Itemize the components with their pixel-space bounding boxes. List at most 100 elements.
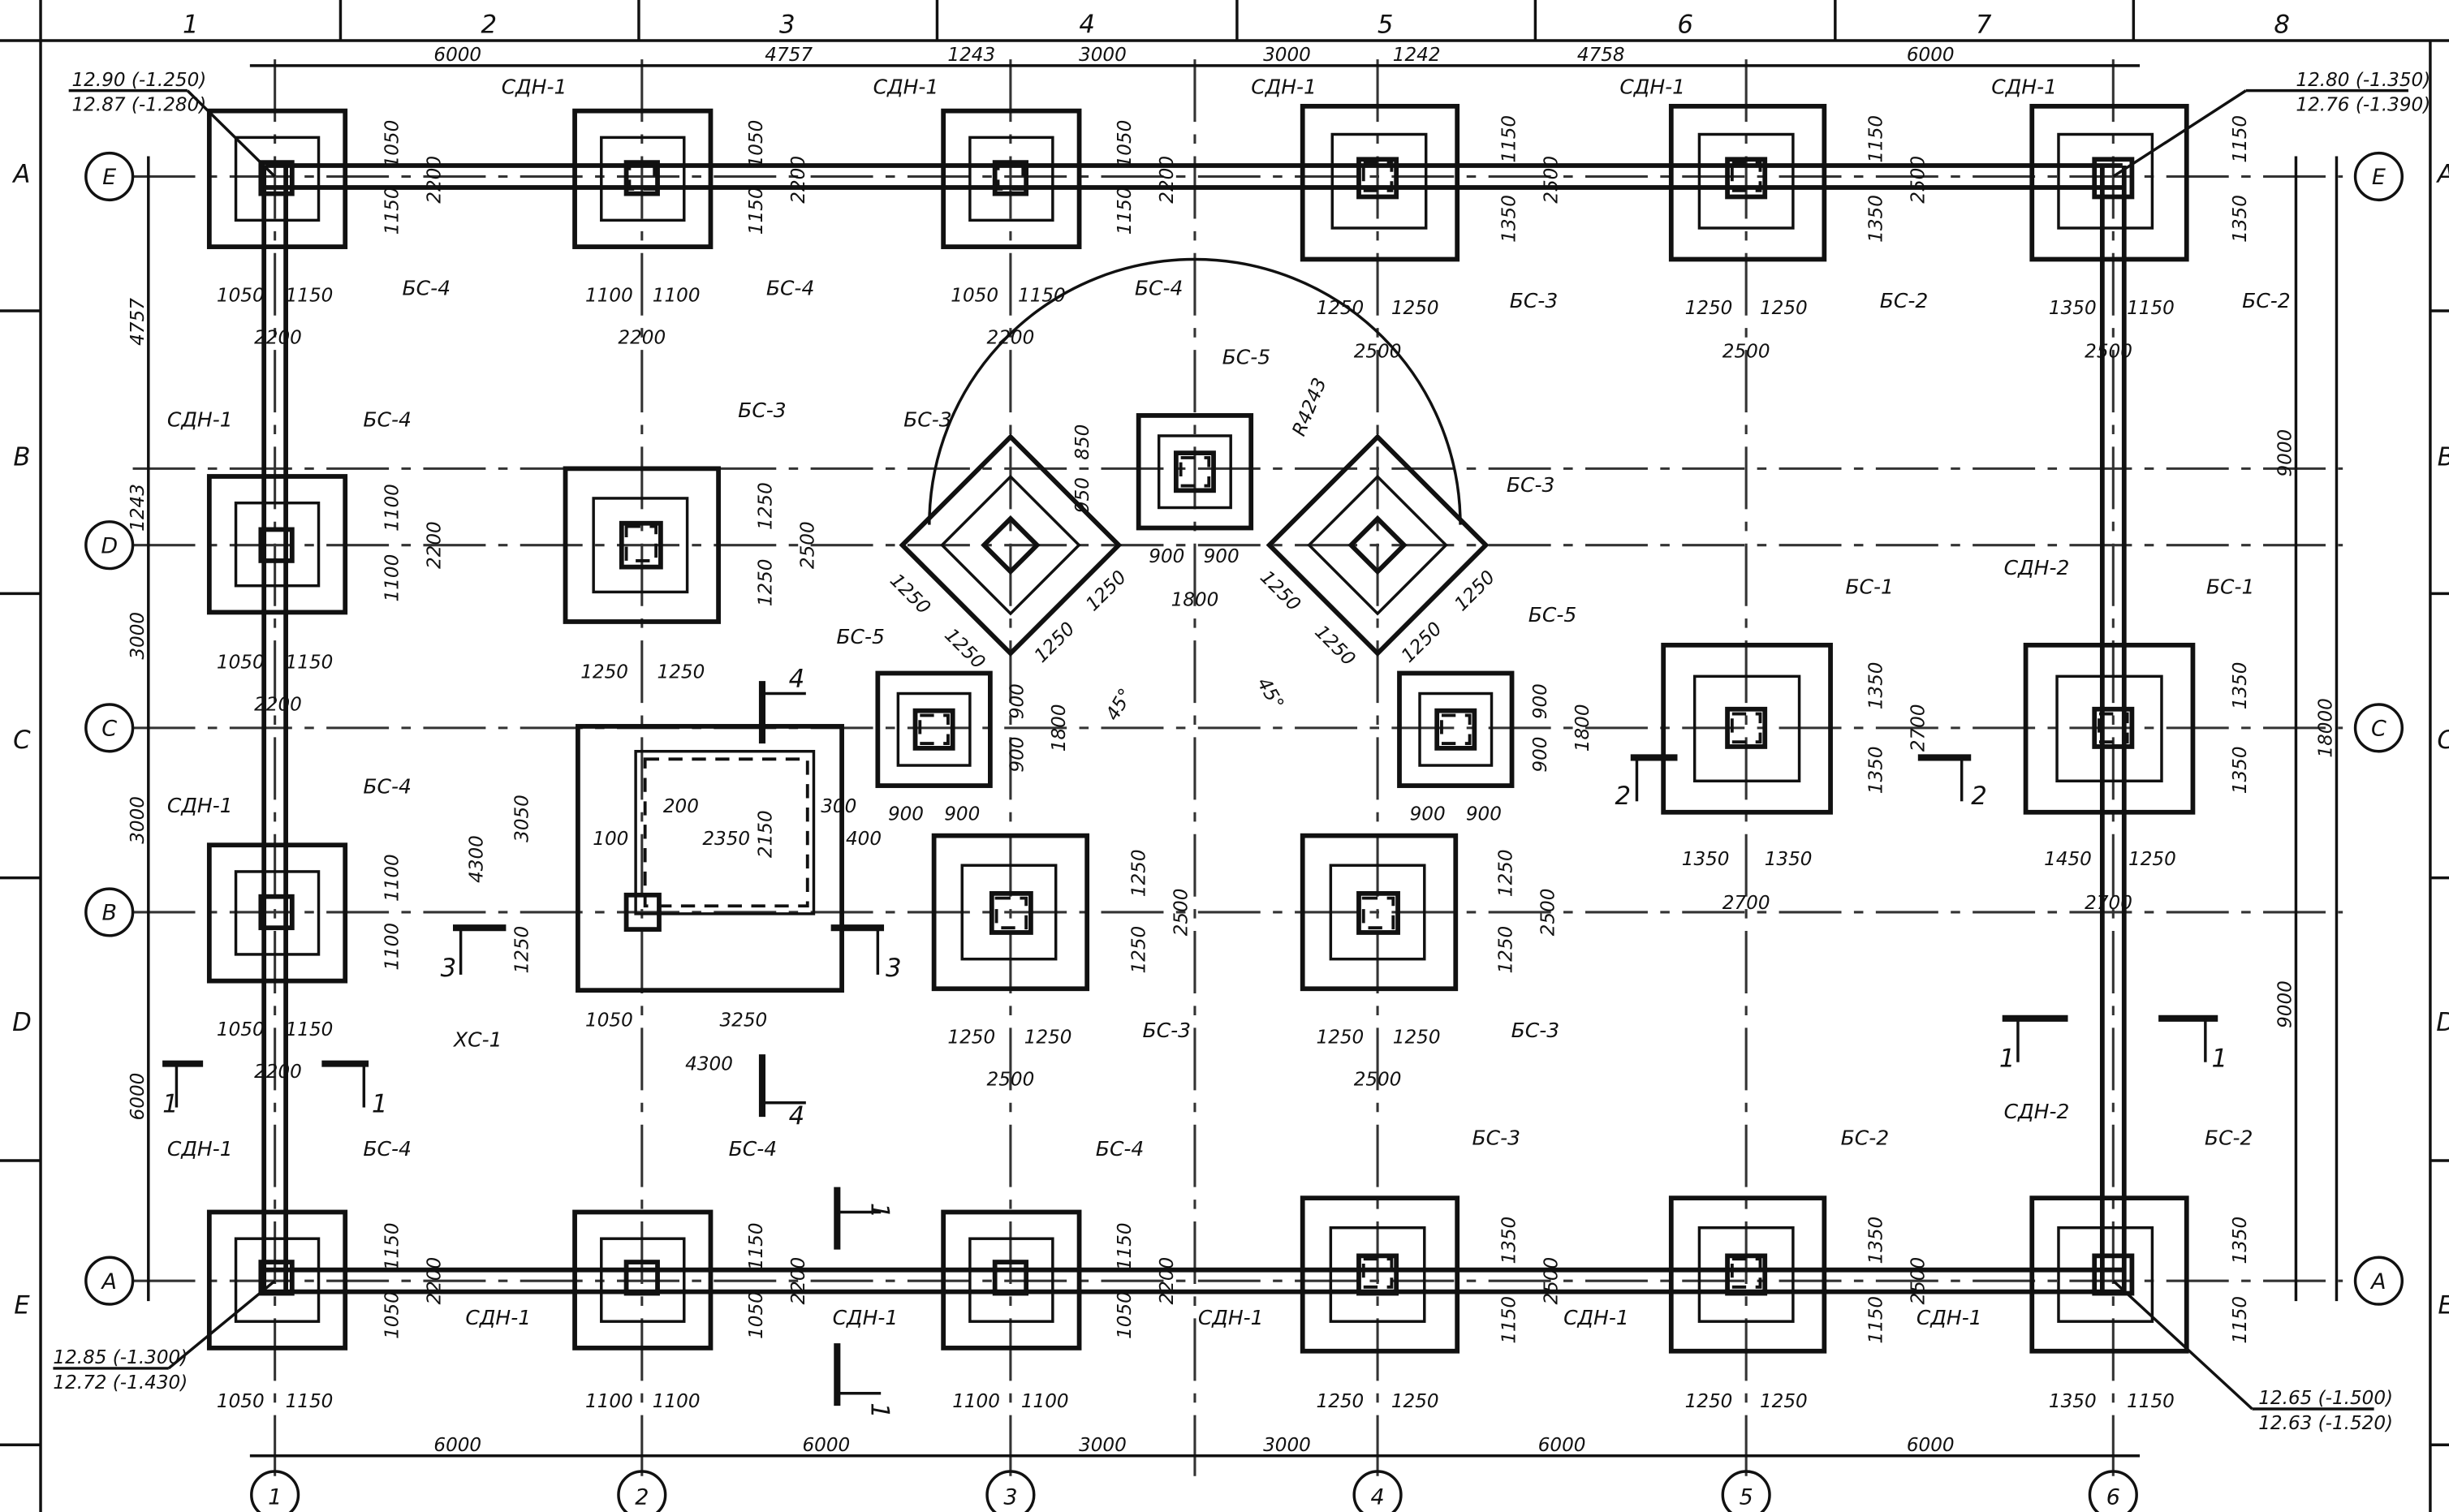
dim-2500-d: 2500: [987, 1070, 1035, 1091]
dim-2200-f: 2200: [254, 1062, 302, 1083]
dim-left-3000-b: 3000: [127, 796, 149, 844]
dim-1100-f: 1100: [1021, 1391, 1069, 1412]
footing-bs4: [572, 1209, 714, 1350]
label-bs2: БС-2: [1841, 1126, 1890, 1150]
label-bs4: БС-4: [766, 277, 815, 300]
frame-row-d-right: D: [2436, 1008, 2449, 1037]
label-bs4: БС-4: [363, 407, 412, 431]
label-bs2: БС-2: [2242, 289, 2291, 312]
label-sdn1: СДН-1: [1198, 1306, 1264, 1329]
dim-1250-o: 1250: [1760, 1391, 1808, 1412]
frame-row-e: E: [14, 1291, 30, 1320]
label-sdn1: СДН-1: [465, 1306, 531, 1329]
dim-v-1350-b: 1350: [1866, 195, 1887, 243]
dim-v-1100-b: 1100: [382, 554, 403, 602]
dim-v-2500-g: 2500: [1908, 1257, 1929, 1305]
dim-v-1050-b: 1050: [746, 120, 767, 168]
axis-lines: [132, 59, 2343, 1476]
dim-v-2200-g: 2200: [1157, 1257, 1178, 1305]
dim-300: 300: [821, 796, 856, 817]
frame-row-b-right: B: [2438, 443, 2449, 472]
dim-1150: 1150: [286, 285, 334, 306]
footing-bs2: [1668, 1195, 1827, 1354]
label-bs3: БС-3: [1472, 1126, 1521, 1150]
dim-v-1050-f: 1050: [1115, 1291, 1136, 1339]
dim-900-b: 900: [1204, 546, 1240, 567]
dim-v-1250-g: 1250: [1496, 926, 1517, 974]
axis-markers: 1 2 3 4 5 6 E D C B A E C A: [84, 151, 2404, 1512]
axis-label-1: 1: [268, 1484, 282, 1510]
column-dashed-outlines: [624, 161, 2129, 1289]
dim-v-2200-d: 2200: [425, 521, 446, 569]
label-bs4: БС-4: [363, 1137, 412, 1161]
dim-bottom-6000-d: 6000: [1907, 1435, 1955, 1456]
label-sdn2: СДН-2: [2004, 1100, 2070, 1123]
dim-2500: 2500: [1354, 342, 1402, 363]
frame-col-6: 6: [1677, 10, 1693, 39]
dim-900-c: 900: [888, 803, 924, 825]
dim-v-1350-d: 1350: [1866, 662, 1887, 710]
label-bs4: БС-4: [1096, 1137, 1145, 1161]
footings: [206, 103, 2196, 1354]
dim-v-1350-i: 1350: [1866, 1217, 1887, 1264]
label-bs5: БС-5: [836, 625, 885, 648]
dim-v-1350-c: 1350: [2230, 195, 2251, 243]
dim-1350-d: 1350: [2049, 1391, 2097, 1412]
footing-bs4: [941, 108, 1082, 249]
dim-1250-m: 1250: [1391, 1391, 1439, 1412]
dim-right-9000: 9000: [2275, 429, 2296, 477]
dim-left-4757: 4757: [127, 298, 149, 346]
frame-col-4: 4: [1079, 10, 1095, 39]
dim-v-2200-e: 2200: [425, 1257, 446, 1305]
dim-900-d: 900: [944, 803, 980, 825]
dim-v-1050-d: 1050: [382, 1291, 403, 1339]
dim-v-1150-j: 1150: [1498, 1296, 1520, 1344]
frame-col-3: 3: [779, 10, 795, 39]
dim-1250-e: 1250: [580, 661, 628, 683]
dim-v-2500: 2500: [1541, 156, 1562, 204]
label-bs3: БС-3: [903, 407, 952, 431]
dim-v-1800: 1800: [1049, 704, 1070, 752]
axis-label-a-left: A: [100, 1269, 116, 1294]
dim-1250-k: 1250: [1393, 1027, 1441, 1049]
dim-v-1150-g: 1150: [382, 1222, 403, 1270]
frame-row-e-right: E: [2438, 1291, 2449, 1320]
axis-label-5: 5: [1740, 1484, 1753, 1510]
axis-label-3: 3: [1003, 1484, 1017, 1510]
section-4-label: 4: [789, 665, 805, 694]
dim-1050-f: 1050: [217, 1391, 265, 1412]
axis-label-a-right: A: [2369, 1269, 2386, 1294]
dim-right-18000: 18000: [2316, 698, 2337, 757]
footing-bs2: [2029, 1195, 2189, 1354]
elevation-tr-bottom: 12.76 (-1.390): [2296, 95, 2430, 116]
footing-bs3: [563, 466, 721, 624]
dim-v-1050: 1050: [382, 120, 403, 168]
dim-top-4758: 4758: [1577, 45, 1625, 66]
dim-1250-i: 1250: [1024, 1027, 1072, 1049]
label-bs4: БС-4: [729, 1137, 778, 1161]
label-bs1: БС-1: [2206, 575, 2255, 598]
dim-1100-b: 1100: [653, 285, 701, 306]
section-3-label: 3: [441, 954, 457, 983]
dim-v-1350-j: 1350: [2230, 1217, 2251, 1264]
dim-4300: 4300: [685, 1053, 733, 1075]
dim-2200: 2200: [254, 327, 302, 348]
dim-v-2500-c: 2500: [797, 521, 818, 569]
frame-col-7: 7: [1976, 10, 1992, 39]
dim-v-2700: 2700: [1908, 704, 1929, 752]
dim-3250: 3250: [720, 1010, 768, 1031]
dim-2200-c: 2200: [987, 327, 1035, 348]
label-sdn1: СДН-1: [873, 75, 939, 98]
label-bs5: БС-5: [1222, 345, 1271, 368]
label-sdn1: СДН-1: [167, 1137, 233, 1161]
dim-2700-b: 2700: [2085, 893, 2132, 914]
dim-v-1250-b: 1250: [756, 558, 777, 606]
dim-v-1150-i: 1150: [1115, 1222, 1136, 1270]
dim-v-1100-c: 1100: [382, 854, 403, 902]
dim-v-1350-g: 1350: [2230, 746, 2251, 794]
dim-v-1250: 1250: [756, 482, 777, 530]
label-bs3: БС-3: [1510, 289, 1559, 312]
dim-1100-e: 1100: [952, 1391, 1000, 1412]
dim-1150-f: 1150: [286, 1391, 334, 1412]
section-1-label: 1: [1999, 1044, 2016, 1073]
